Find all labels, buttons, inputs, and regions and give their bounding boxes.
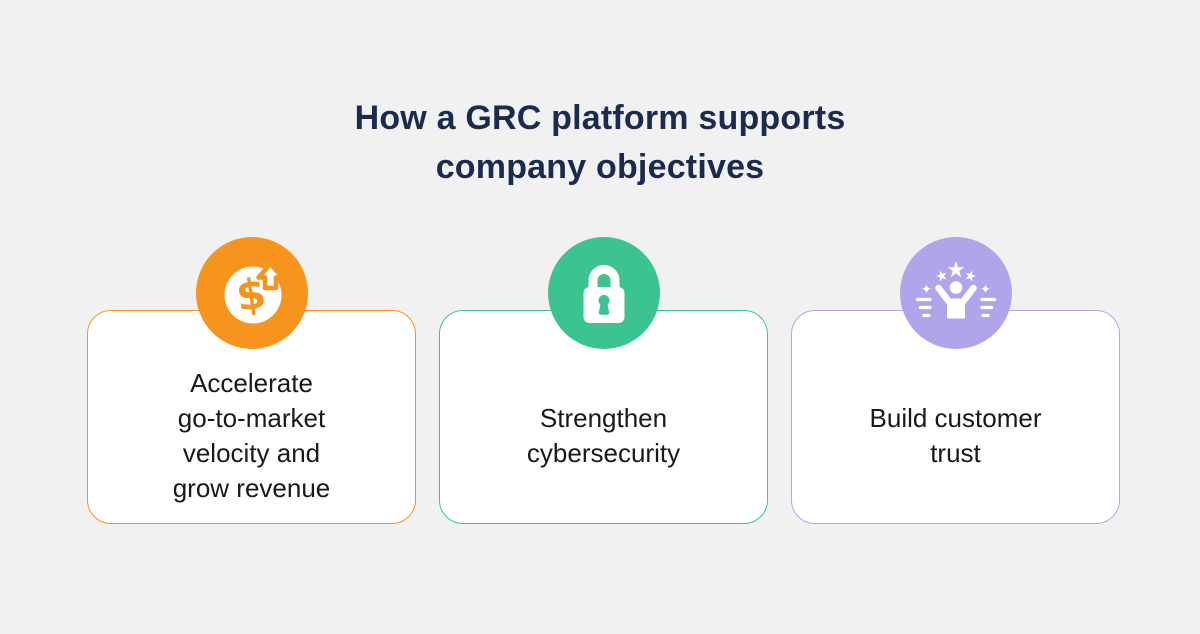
svg-text:★: ★ [933, 267, 950, 286]
card-customer-trust: ★ ★ ★ ✦ ✦ Build customer trust [791, 237, 1120, 524]
svg-text:✦: ✦ [980, 283, 991, 298]
card-revenue: $ Accelerate go-to-market velocity and g… [87, 237, 416, 524]
celebration-person-icon: ★ ★ ★ ✦ ✦ [899, 237, 1012, 349]
card-label-customer-trust: Build customer trust [869, 403, 1042, 468]
card-label-cybersecurity: Strengthen cybersecurity [526, 403, 681, 468]
svg-text:★: ★ [961, 267, 978, 286]
padlock-icon [547, 237, 660, 349]
card-label-revenue: Accelerate go-to-market velocity and gro… [172, 368, 331, 503]
card-cybersecurity: Strengthen cybersecurity [439, 237, 768, 524]
card-row: $ Accelerate go-to-market velocity and g… [87, 237, 1120, 524]
page-title: How a GRC platform supports company obje… [354, 99, 846, 186]
coin-up-arrow-icon: $ [195, 237, 308, 349]
svg-text:✦: ✦ [921, 283, 932, 298]
svg-text:★: ★ [946, 258, 966, 283]
